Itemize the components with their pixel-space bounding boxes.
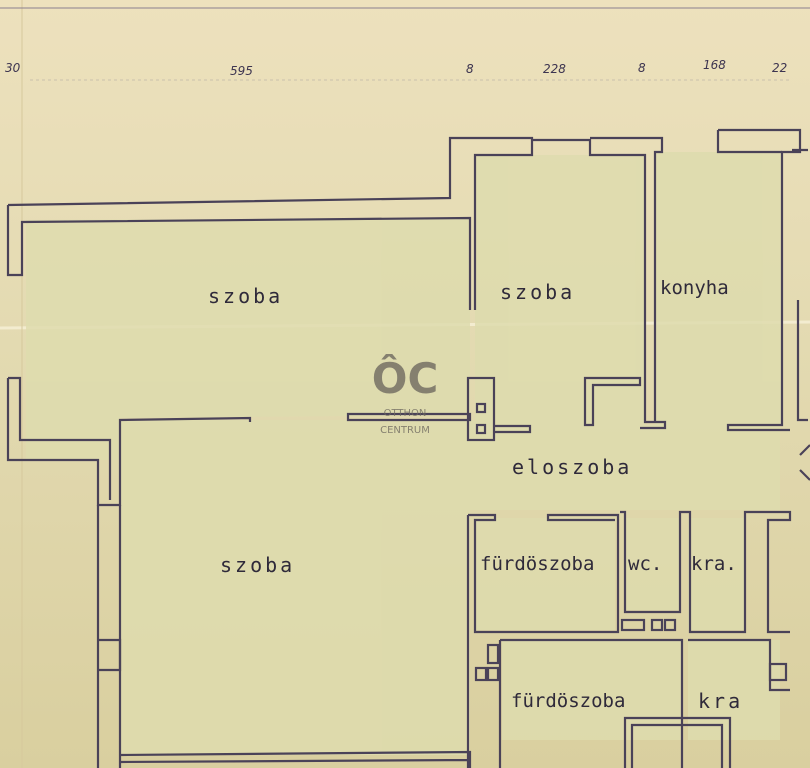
watermark-line2: CENTRUM [380, 425, 430, 436]
walls [6, 128, 810, 768]
dimension-label: 8 [638, 61, 646, 75]
room-label-eloszoba: eloszoba [512, 455, 632, 479]
dimension-label: 168 [703, 58, 726, 72]
room-label-wc: wc. [628, 553, 662, 575]
room-label-furdoszoba: fürdöszoba [511, 690, 625, 712]
room-label-kamra: kra [698, 689, 743, 713]
dimension-label: 228 [543, 62, 566, 76]
room-fills [26, 152, 782, 755]
room-labels: szoba szoba konyha eloszoba szoba fürdös… [208, 277, 743, 713]
otthon-centrum-watermark: ÔC OTTHON CENTRUM [372, 353, 439, 436]
watermark-line1: OTTHON [384, 408, 427, 419]
dimension-label: 30 [5, 61, 21, 75]
dimension-label: 8 [466, 62, 474, 76]
dimension-label: 22 [772, 61, 787, 75]
room-label-kamra: kra. [691, 553, 737, 575]
watermark-monogram: ÔC [372, 353, 439, 403]
room-label-szoba: szoba [500, 280, 575, 304]
room-label-furdoszoba: fürdöszoba [480, 553, 594, 575]
room-label-szoba: szoba [208, 284, 283, 308]
dimension-labels: 30 595 8 228 8 168 22 [5, 58, 787, 78]
room-label-szoba: szoba [220, 553, 295, 577]
dimension-label: 595 [230, 64, 253, 78]
room-label-konyha: konyha [660, 277, 729, 299]
